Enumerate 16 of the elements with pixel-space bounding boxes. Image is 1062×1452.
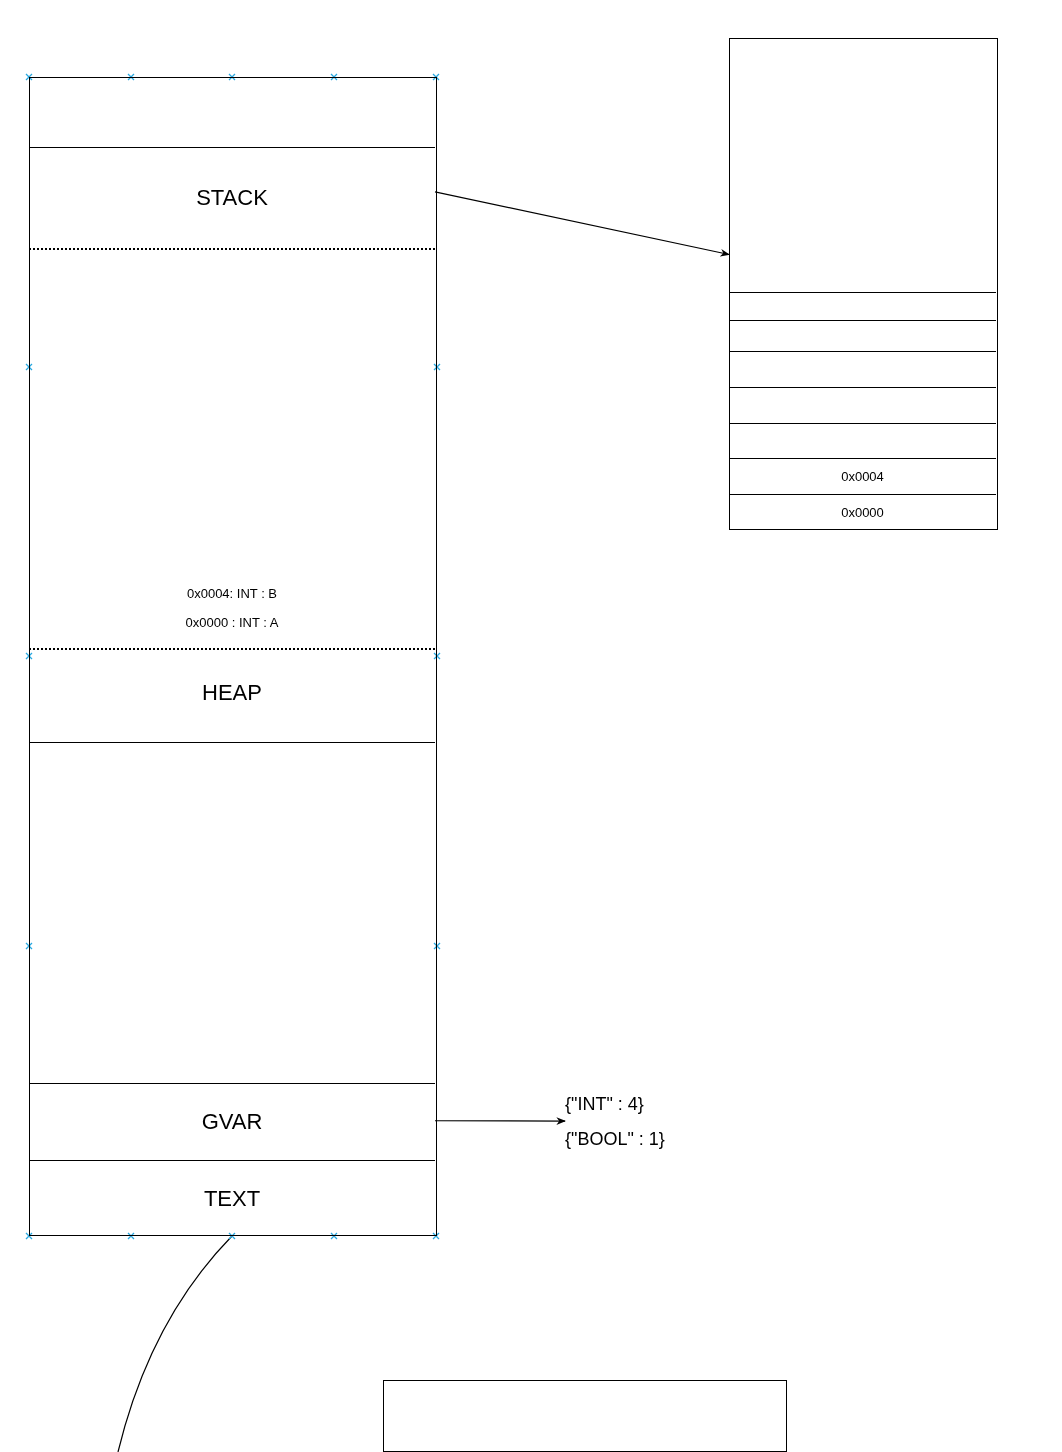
curved-line (117, 1235, 233, 1452)
segment-label: GVAR (201, 1109, 263, 1135)
segment-label: TEXT (203, 1185, 261, 1212)
address-label: 0x0000 : INT : A (185, 615, 279, 630)
arrow (434, 191, 730, 257)
memory-segment (29, 248, 435, 650)
address-label: 0x0004 (841, 469, 884, 484)
stack-panel (729, 38, 998, 530)
segment-label: STACK (196, 185, 268, 211)
address-label: 0x0000 (841, 505, 884, 520)
arrow (434, 1117, 566, 1125)
address-label: 0x0004: INT : B (186, 586, 278, 601)
value-text: {"INT" : 4} (565, 1094, 644, 1115)
value-text: {"BOOL" : 1} (565, 1129, 665, 1150)
segment-label: HEAP (202, 680, 262, 706)
code-box (383, 1380, 787, 1452)
